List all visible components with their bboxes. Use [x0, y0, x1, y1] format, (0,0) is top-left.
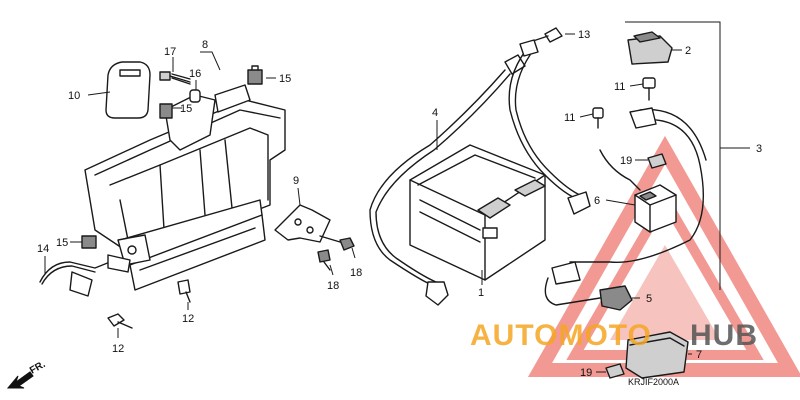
- bolt-part-11-a: [642, 77, 656, 101]
- callout-15-c: 15: [56, 237, 68, 249]
- callout-9: 9: [293, 175, 299, 187]
- bracket-part-9: [274, 204, 331, 243]
- relay-cover-part-7: [625, 331, 689, 379]
- bolt-part-18-a: [319, 235, 355, 251]
- callout-15-b: 15: [180, 103, 192, 115]
- callout-16: 16: [189, 68, 201, 80]
- watermark-word-1: AUTOMOTO: [470, 319, 652, 352]
- callout-11-b: 11: [564, 112, 575, 124]
- callout-3: 3: [756, 143, 762, 155]
- callout-11-a: 11: [614, 81, 625, 93]
- battery-box: [84, 84, 286, 291]
- positive-cable-part: [508, 39, 591, 215]
- callout-14: 14: [37, 243, 49, 255]
- diagram-code: KRJIF2000A: [628, 377, 679, 387]
- clip-part-15-a: [247, 65, 263, 85]
- callout-12-b: 12: [182, 313, 194, 325]
- bolt-part-12-a: [107, 313, 133, 329]
- starter-relay-part-6: [634, 184, 677, 233]
- bolt-part-17: [159, 71, 191, 85]
- callout-6: 6: [594, 195, 600, 207]
- callout-8: 8: [202, 39, 208, 51]
- arrow-icon: [6, 371, 34, 389]
- callout-18-a: 18: [350, 267, 362, 279]
- battery-cover-part: [105, 61, 151, 119]
- fuse-part-19-b: [605, 363, 625, 379]
- starter-relay-harness-part-3: [544, 107, 707, 306]
- callout-15-a: 15: [279, 73, 291, 85]
- terminal-cap-part-2: [627, 31, 673, 65]
- clip-part-15-c: [81, 235, 97, 249]
- callout-18-b: 18: [327, 280, 339, 292]
- callout-5: 5: [646, 293, 652, 305]
- callout-19-a: 19: [620, 155, 632, 167]
- fuse-part-19-a: [647, 153, 667, 169]
- wire-part-14: [39, 254, 131, 297]
- front-direction-arrow: FR.: [6, 359, 48, 389]
- watermark-word-2: HUB: [690, 319, 758, 352]
- callout-12-a: 12: [112, 343, 124, 355]
- callout-19-b: 19: [580, 367, 592, 379]
- bolt-part-12-b: [177, 279, 191, 303]
- callout-2: 2: [685, 45, 691, 57]
- leader-lines: [44, 21, 750, 373]
- bolt-part-13: [529, 27, 563, 43]
- callout-17: 17: [164, 46, 176, 58]
- callout-1: 1: [478, 287, 484, 299]
- callout-4: 4: [432, 107, 438, 119]
- watermark-text: AUTOMOTO HUB: [470, 319, 758, 352]
- callout-13: 13: [578, 29, 590, 41]
- battery-part-1: [409, 144, 546, 281]
- callout-7: 7: [696, 349, 702, 361]
- callout-10: 10: [68, 90, 80, 102]
- callout-labels: 1 2 3 4 5 6 7 8 9 10 11 11 12 12 13 14 1…: [37, 29, 762, 379]
- bolt-part-11-b: [592, 107, 604, 129]
- bolt-part-18-b: [317, 249, 331, 271]
- direction-label: FR.: [28, 359, 48, 377]
- clip-part-15-b: [159, 103, 173, 119]
- terminal-cap-part-5: [599, 285, 633, 311]
- collar-part-16: [189, 89, 201, 103]
